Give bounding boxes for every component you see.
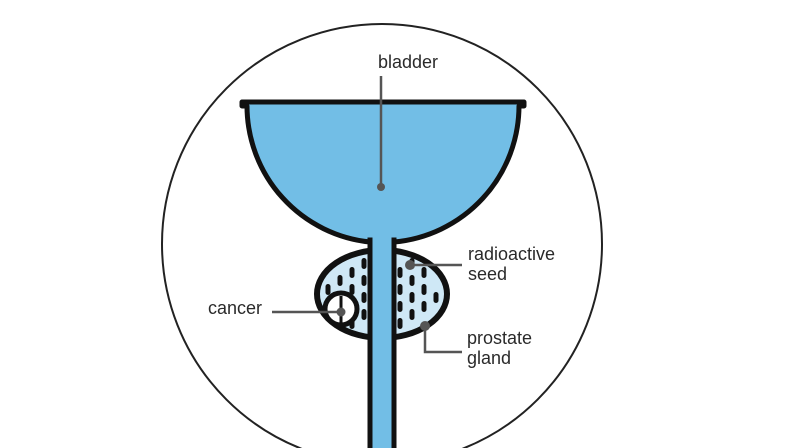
seed xyxy=(337,275,343,286)
label-prostate: prostate xyxy=(467,328,532,348)
seed xyxy=(397,267,403,278)
seed xyxy=(409,292,415,303)
label-radioactive: radioactive xyxy=(468,244,555,264)
gland-dot xyxy=(420,321,430,331)
seed xyxy=(361,258,367,269)
seed xyxy=(361,292,367,303)
seed xyxy=(397,318,403,329)
label-seed: seed xyxy=(468,264,507,284)
seed xyxy=(325,284,331,295)
seed xyxy=(361,275,367,286)
leader-lines xyxy=(272,76,462,354)
seed xyxy=(433,292,439,303)
seed xyxy=(421,267,427,278)
seed xyxy=(397,301,403,312)
seed xyxy=(421,284,427,295)
cancer-dot xyxy=(336,307,346,317)
seed xyxy=(349,284,355,295)
seed xyxy=(421,301,427,312)
seed xyxy=(409,275,415,286)
bladder-dot xyxy=(377,183,385,191)
label-cancer: cancer xyxy=(208,298,262,318)
label-bladder: bladder xyxy=(378,52,438,72)
seed xyxy=(409,309,415,320)
seed xyxy=(361,309,367,320)
urethra xyxy=(367,237,397,448)
seed xyxy=(349,267,355,278)
seed xyxy=(397,284,403,295)
seed-dot xyxy=(405,260,415,270)
label-gland: gland xyxy=(467,348,511,368)
